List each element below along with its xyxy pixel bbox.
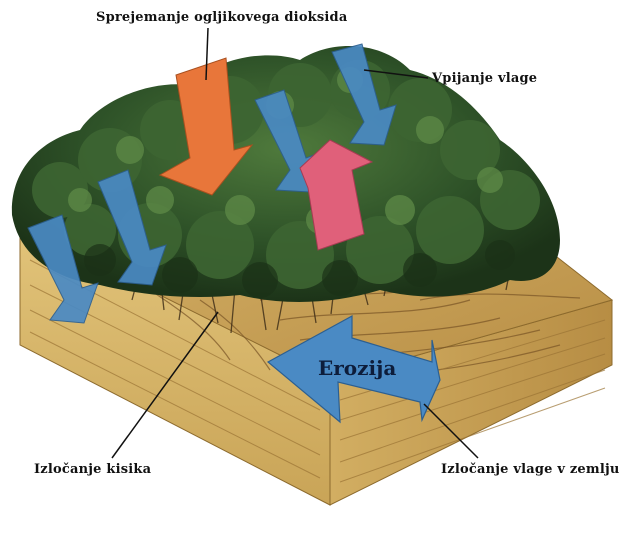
label-moisture-release-soil: Izločanje vlage v zemlju	[441, 462, 620, 477]
label-erosion: Erozija	[318, 356, 396, 380]
label-oxygen-release: Izločanje kisika	[34, 462, 151, 477]
label-moisture-absorption: Vpijanje vlage	[432, 71, 537, 86]
label-co2-uptake: Sprejemanje ogljikovega dioksida	[96, 10, 347, 25]
